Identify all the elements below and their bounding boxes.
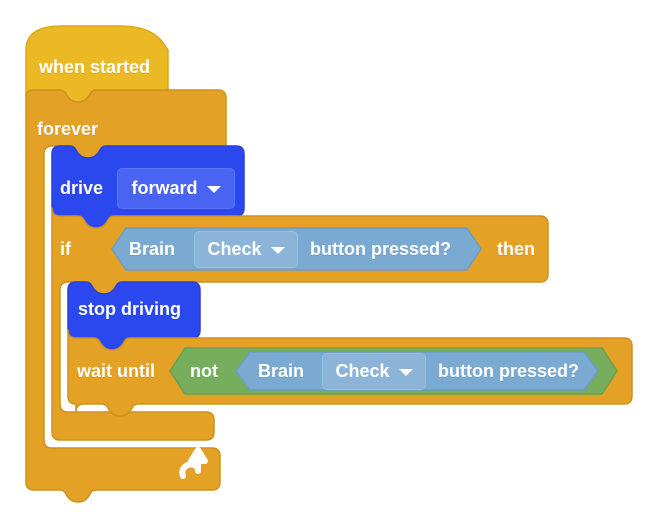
loop-arrow-icon — [179, 447, 208, 479]
if-condition-dropdown-value: Check — [207, 239, 262, 259]
wait-condition-suffix: button pressed? — [438, 361, 580, 381]
wait-condition-prefix: Brain — [258, 361, 305, 381]
drive-direction-value: forward — [131, 178, 198, 198]
drive-direction-dropdown[interactable]: forward — [117, 168, 235, 209]
if-label: if — [60, 239, 71, 259]
not-operator-label: not — [190, 361, 218, 381]
chevron-down-icon — [270, 247, 285, 254]
wait-condition-dropdown-value: Check — [335, 361, 390, 381]
wait-condition-dropdown[interactable]: Check — [322, 353, 426, 390]
forever-label: forever — [37, 119, 99, 139]
wait-until-label: wait until — [77, 361, 155, 381]
when-started-label: when started — [39, 57, 151, 77]
drive-label: drive — [60, 178, 104, 198]
if-condition-prefix: Brain — [129, 239, 176, 259]
if-condition-dropdown[interactable]: Check — [194, 231, 298, 268]
stop-driving-label: stop driving — [78, 299, 181, 319]
if-condition-suffix: button pressed? — [310, 239, 452, 259]
chevron-down-icon — [206, 186, 221, 193]
then-label: then — [497, 239, 535, 259]
chevron-down-icon — [398, 369, 413, 376]
